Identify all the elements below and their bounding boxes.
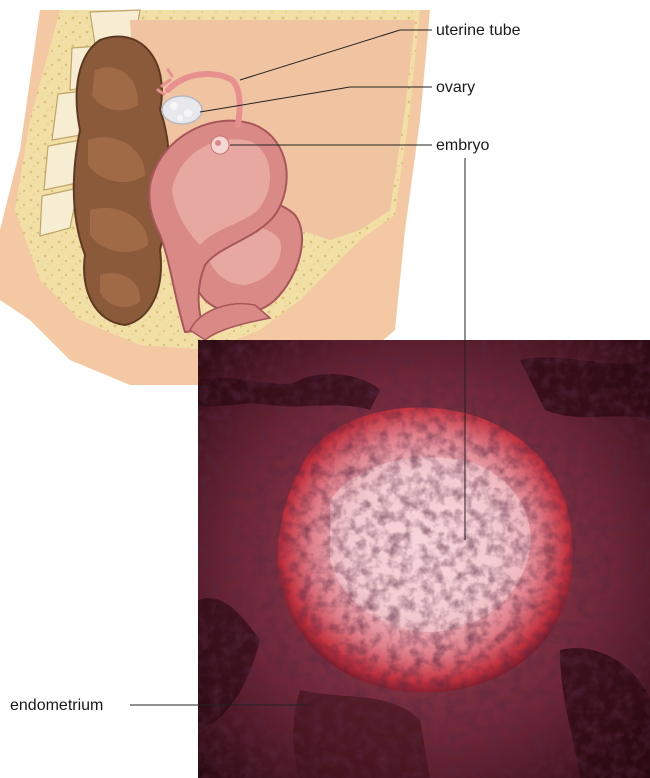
label-ovary: ovary: [436, 79, 475, 96]
pelvis-illustration: [0, 10, 430, 385]
label-uterine-tube: uterine tube: [436, 22, 521, 39]
label-endometrium: endometrium: [10, 697, 103, 714]
label-embryo: embryo: [436, 137, 489, 154]
ovary: [162, 96, 202, 124]
embryo-micrograph: [198, 340, 650, 778]
